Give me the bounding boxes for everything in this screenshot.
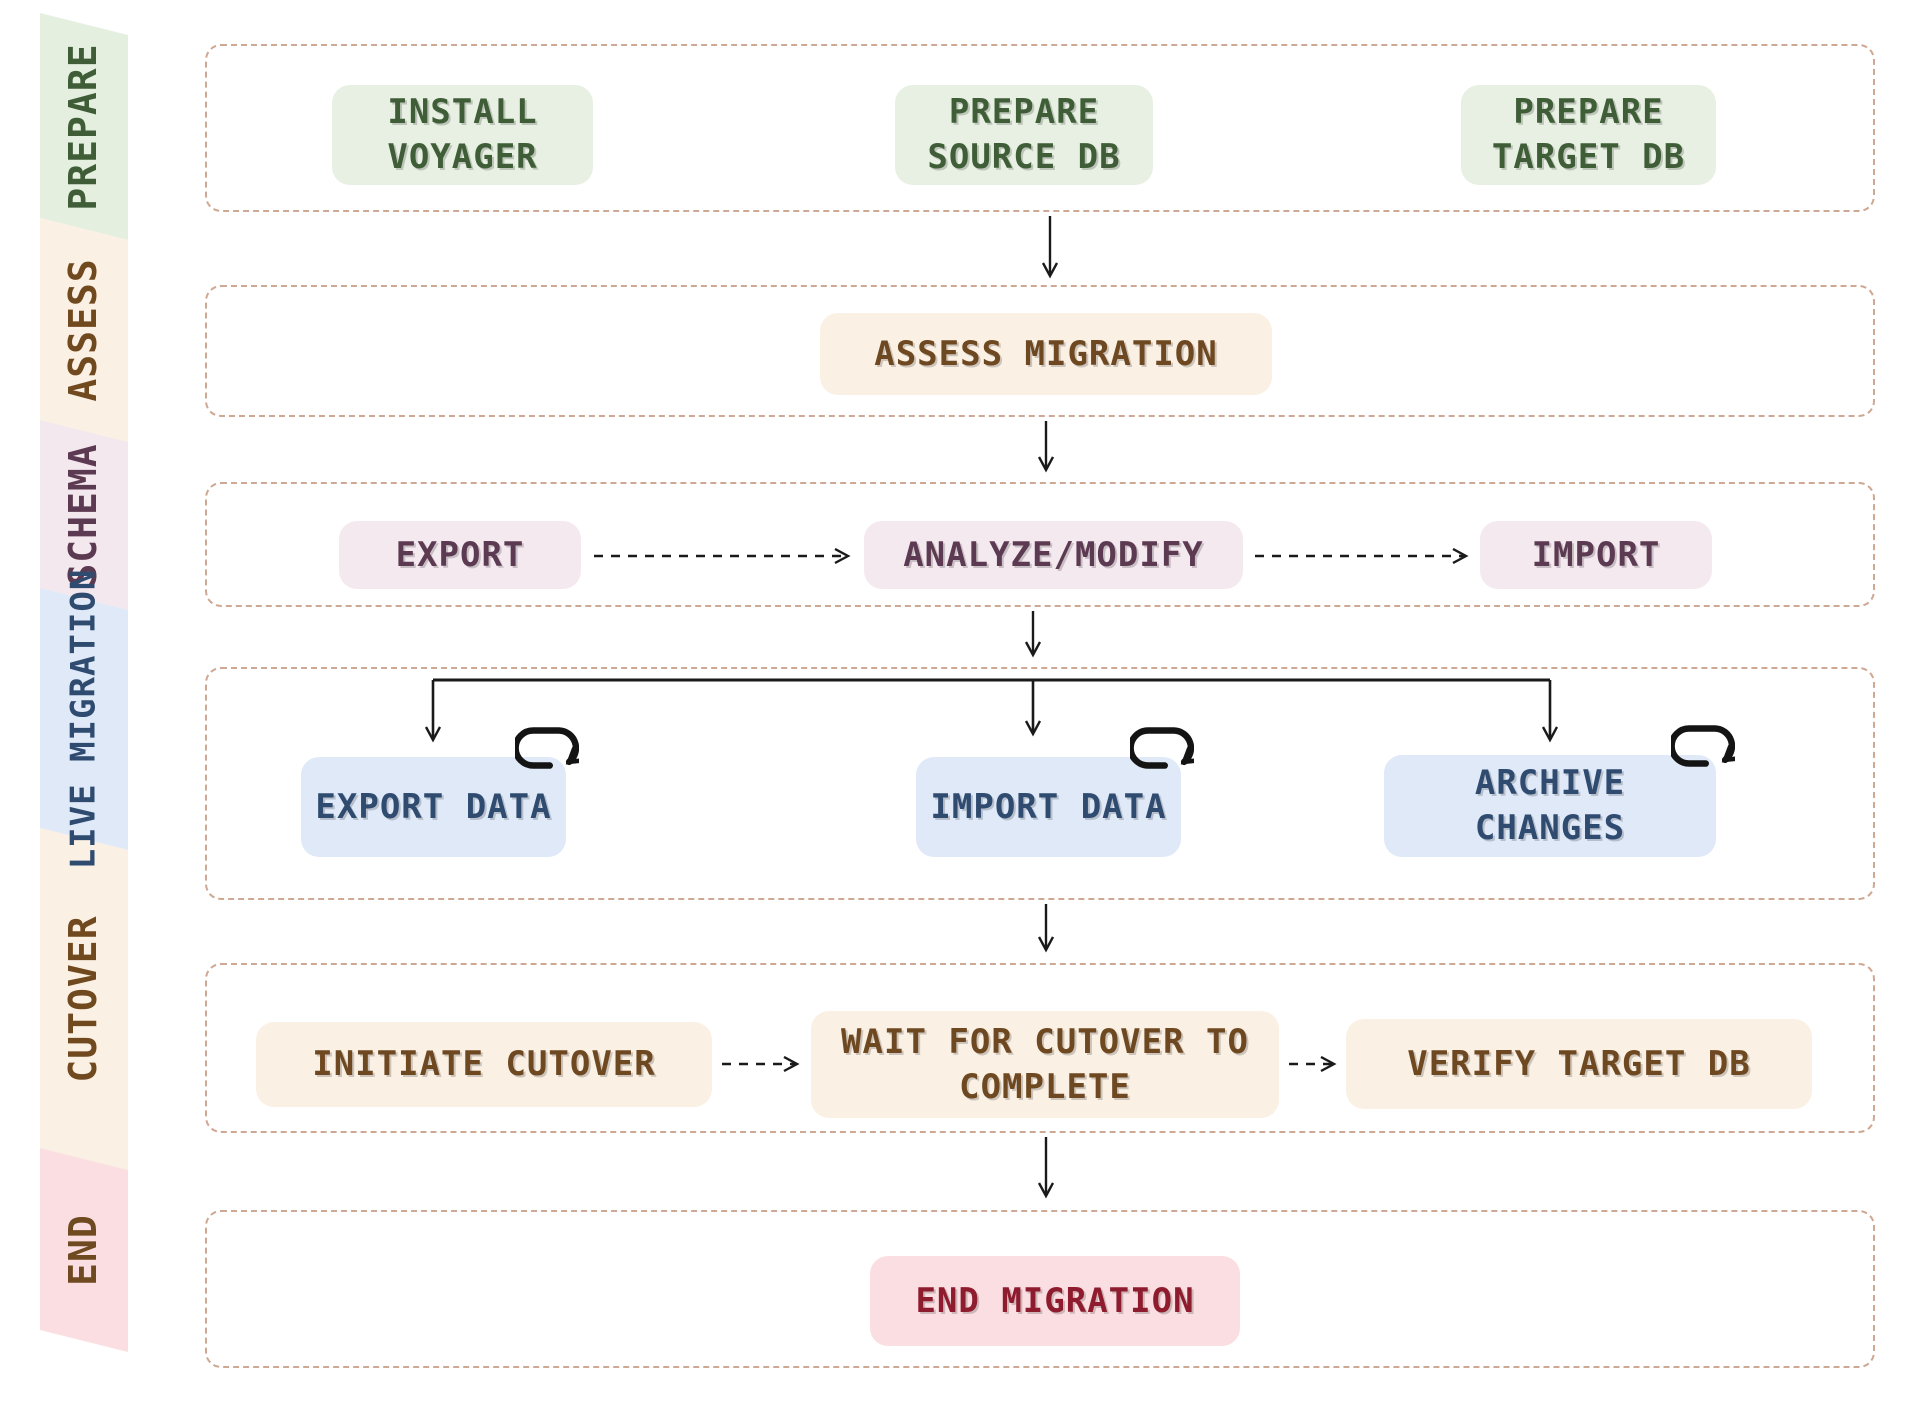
stage-label-end: END — [61, 1214, 106, 1286]
node-archive-changes-line1: ARCHIVE — [1474, 763, 1626, 804]
stage-label-cutover: CUTOVER — [61, 915, 106, 1083]
stage-row-end — [205, 1210, 1875, 1368]
stage-label-live-line1: LIVE — [63, 783, 104, 870]
node-assess-migration: ASSESS MIGRATION — [820, 313, 1272, 395]
node-prepare-target-db: PREPARE TARGET DB — [1461, 85, 1716, 185]
node-import-data-label: IMPORT DATA — [930, 786, 1167, 827]
node-prepare-source-db-line2: SOURCE DB — [927, 137, 1121, 177]
node-schema-export-label: EXPORT — [395, 534, 525, 575]
node-prepare-source-db: PREPARE SOURCE DB — [895, 85, 1153, 185]
node-archive-changes-line2: CHANGES — [1474, 808, 1626, 848]
stage-label-prepare: PREPARE — [61, 43, 106, 211]
node-end-migration: END MIGRATION — [870, 1256, 1240, 1346]
node-archive-changes: ARCHIVE CHANGES — [1384, 755, 1716, 857]
stage-row-cutover — [205, 963, 1875, 1133]
node-schema-analyze-modify: ANALYZE/MODIFY — [864, 521, 1243, 589]
repeat-loop-icon — [515, 727, 579, 769]
node-prepare-target-db-line2: TARGET DB — [1491, 137, 1686, 177]
node-assess-migration-label: ASSESS MIGRATION — [874, 333, 1218, 374]
stage-label-assess: ASSESS — [61, 258, 106, 402]
node-initiate-cutover-label: INITIATE CUTOVER — [312, 1044, 656, 1085]
stage-label-schema: SCHEMA — [61, 443, 106, 587]
stage-row-live-migration — [205, 667, 1875, 900]
stage-label-live-migration: LIVE MIGRATION — [63, 568, 104, 870]
node-verify-target-db: VERIFY TARGET DB — [1346, 1019, 1812, 1109]
node-schema-export: EXPORT — [339, 521, 581, 589]
node-import-data: IMPORT DATA — [916, 757, 1181, 857]
node-wait-for-cutover: WAIT FOR CUTOVER TO COMPLETE — [811, 1011, 1279, 1118]
stage-label-live-line2: MIGRATION — [63, 568, 104, 762]
repeat-loop-icon — [1130, 727, 1194, 769]
node-install-voyager-line1: INSTALL — [387, 92, 538, 133]
node-verify-target-db-label: VERIFY TARGET DB — [1407, 1043, 1751, 1084]
node-wait-for-cutover-line1: WAIT FOR CUTOVER TO — [841, 1021, 1249, 1062]
node-install-voyager: INSTALL VOYAGER — [332, 85, 593, 185]
node-end-migration-label: END MIGRATION — [915, 1280, 1195, 1321]
node-wait-for-cutover-line2: COMPLETE — [959, 1066, 1131, 1107]
stage-row-assess — [205, 285, 1875, 417]
node-initiate-cutover: INITIATE CUTOVER — [256, 1022, 712, 1107]
node-prepare-source-db-line1: PREPARE — [948, 92, 1100, 133]
node-schema-import: IMPORT — [1480, 521, 1712, 589]
stage-row-prepare — [205, 44, 1875, 212]
node-export-data-label: EXPORT DATA — [315, 786, 552, 827]
repeat-loop-icon — [1671, 725, 1735, 767]
node-prepare-target-db-line1: PREPARE — [1513, 92, 1664, 133]
node-schema-import-label: IMPORT — [1531, 534, 1661, 575]
stage-row-schema — [205, 482, 1875, 607]
node-install-voyager-line2: VOYAGER — [387, 137, 538, 177]
node-schema-analyze-modify-label: ANALYZE/MODIFY — [903, 534, 1204, 575]
node-export-data: EXPORT DATA — [301, 757, 566, 857]
